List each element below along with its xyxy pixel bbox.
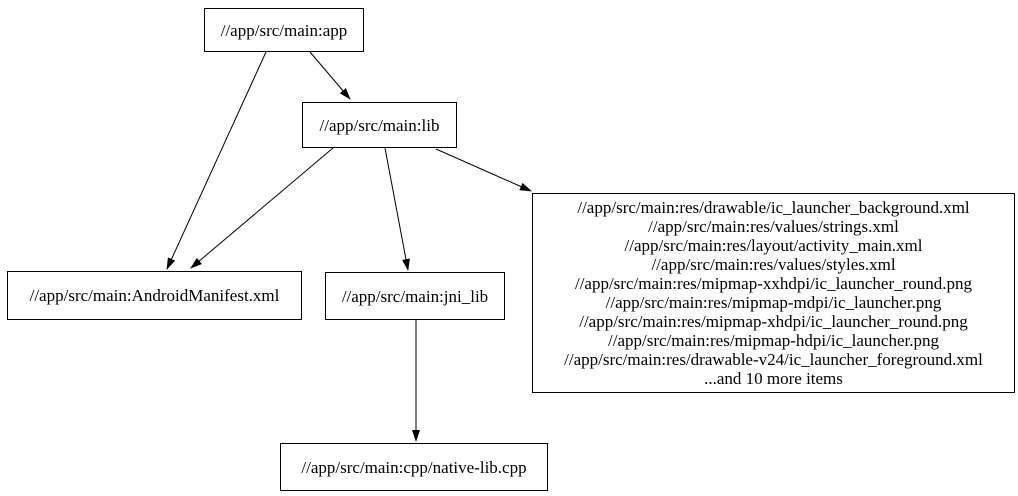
node-app: //app/src/main:app <box>204 8 364 52</box>
node-native-lib-label: //app/src/main:cpp/native-lib.cpp <box>301 457 527 477</box>
resources-line: //app/src/main:res/mipmap-mdpi/ic_launch… <box>605 293 942 312</box>
node-android-manifest: //app/src/main:AndroidManifest.xml <box>7 271 302 320</box>
resources-line: ...and 10 more items <box>704 369 843 388</box>
edge-lib-to-resources <box>435 148 532 192</box>
node-app-label: //app/src/main:app <box>220 20 348 40</box>
node-jni-lib: //app/src/main:jni_lib <box>325 272 505 320</box>
resources-line: //app/src/main:res/mipmap-hdpi/ic_launch… <box>608 331 939 350</box>
resources-line: //app/src/main:res/drawable/ic_launcher_… <box>577 198 970 217</box>
node-android-manifest-label: //app/src/main:AndroidManifest.xml <box>29 286 280 305</box>
node-native-lib: //app/src/main:cpp/native-lib.cpp <box>280 443 548 491</box>
resources-line: //app/src/main:res/drawable-v24/ic_launc… <box>564 350 983 369</box>
edge-app-to-manifest <box>166 51 267 270</box>
resources-line: //app/src/main:res/mipmap-xxhdpi/ic_laun… <box>574 274 973 293</box>
resources-line: //app/src/main:res/values/strings.xml <box>648 217 899 236</box>
node-jni-lib-label: //app/src/main:jni_lib <box>341 286 489 306</box>
node-lib: //app/src/main:lib <box>302 102 457 148</box>
node-resources: //app/src/main:res/drawable/ic_launcher_… <box>532 193 1015 393</box>
edge-app-to-lib <box>309 51 351 100</box>
resources-line: //app/src/main:res/layout/activity_main.… <box>624 236 923 255</box>
edge-lib-to-jni-lib <box>384 147 410 271</box>
edge-lib-to-manifest <box>190 147 334 269</box>
node-lib-label: //app/src/main:lib <box>319 115 440 135</box>
resources-line: //app/src/main:res/values/styles.xml <box>651 255 896 274</box>
resources-line: //app/src/main:res/mipmap-xhdpi/ic_launc… <box>579 312 968 331</box>
